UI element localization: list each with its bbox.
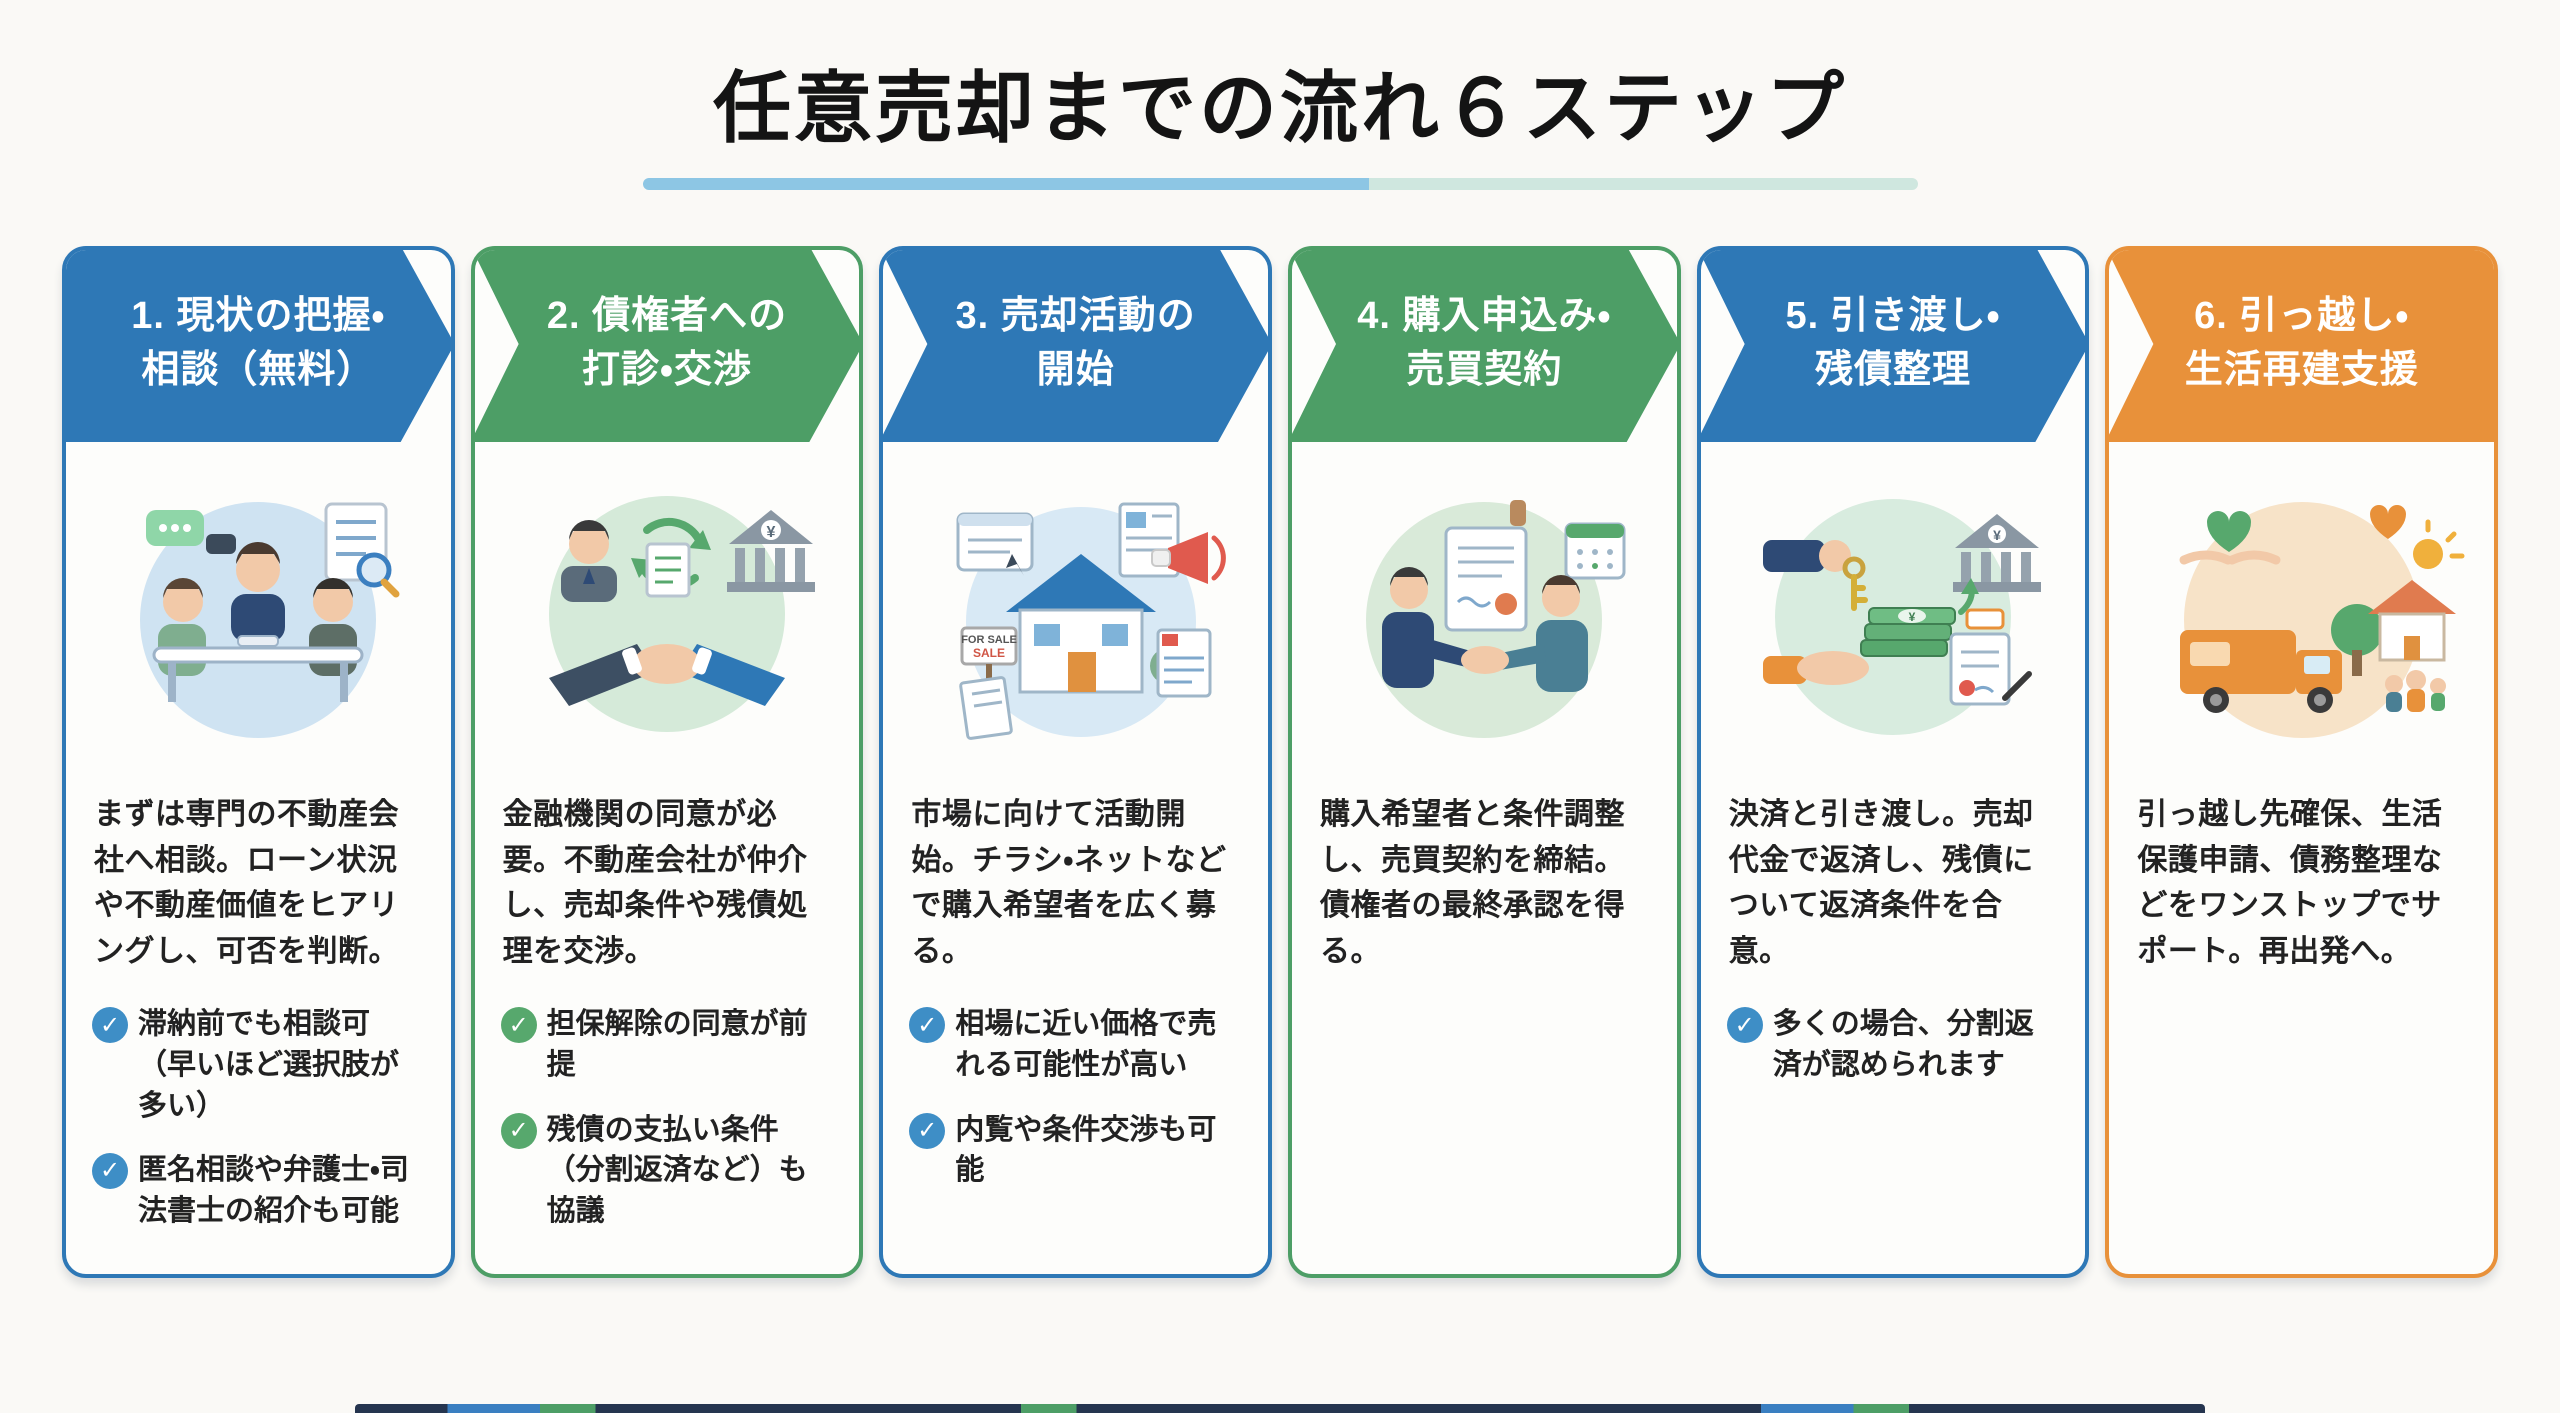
- step-3-description: 市場に向けて活動開始。チラシ・ネットなどで購入希望者を広く募る。: [911, 798, 1227, 968]
- step-6-title-line1: 6. 引っ越し・: [2194, 295, 2410, 338]
- key-handover-icon: ¥ ¥: [1763, 499, 2042, 735]
- step-4-title-line2: 売買契約: [1406, 349, 1563, 391]
- for-sale-illustration: FOR SALE SALE: [883, 442, 1268, 772]
- step-2-header: 2. 債権者への 打診・交渉: [471, 246, 864, 442]
- consultation-scene-icon: [140, 502, 400, 738]
- svg-text:SALE: SALE: [973, 646, 1005, 660]
- step-2-title-line1: 2. 債権者への: [546, 295, 788, 338]
- moving-illustration: [2109, 442, 2494, 772]
- steps-row: 1. 現状の把握・ 相談（無料）: [0, 246, 2560, 1278]
- check-icon: ✓: [1726, 1007, 1763, 1044]
- bullet-text: 担保解除の同意が前提: [546, 1008, 808, 1081]
- step-5-bullet-list: ✓ 多くの場合、分割返済が認められます: [1701, 974, 2086, 1109]
- check-icon: ✓: [500, 1007, 537, 1044]
- svg-text:¥: ¥: [1909, 610, 1916, 624]
- footer-accent-bar: [355, 1404, 2205, 1413]
- moving-truck-icon: [2179, 502, 2465, 738]
- step-1-description: まずは専門の不動産会社へ相談。ローン状況や不動産価値をヒアリングし、可否を判断。: [94, 798, 399, 968]
- bullet-item: ✓ 相場に近い価格で売れる可能性が高い: [909, 1004, 1244, 1085]
- title-underline: [642, 178, 1918, 190]
- check-icon: ✓: [92, 1007, 128, 1044]
- svg-text:¥: ¥: [767, 524, 776, 541]
- step-5-title-line2: 残債整理: [1815, 349, 1972, 391]
- consultation-illustration: [66, 442, 451, 772]
- step-6-description: 引っ越し先確保、生活保護申請、債務整理などをワンストップでサポート。再出発へ。: [2137, 798, 2443, 968]
- bullet-item: ✓ 担保解除の同意が前提: [500, 1004, 836, 1085]
- step-4-header: 4. 購入申込み・ 売買契約: [1288, 246, 1681, 442]
- step-6-header: 6. 引っ越し・ 生活再建支援: [2109, 250, 2495, 442]
- underline-left-segment: [642, 178, 1370, 190]
- step-card-3: 3. 売却活動の 開始: [879, 246, 1273, 1278]
- step-3-title-line2: 開始: [1036, 349, 1115, 391]
- step-card-4: 4. 購入申込み・ 売買契約: [1288, 246, 1681, 1278]
- check-icon: ✓: [909, 1112, 946, 1149]
- bullet-text: 匿名相談や弁護士・司法書士の紹介も可能: [138, 1154, 409, 1227]
- bullet-text: 内覧や条件交渉も可能: [955, 1113, 1217, 1187]
- bullet-item: ✓ 残債の支払い条件（分割返済など）も協議: [500, 1110, 836, 1232]
- step-3-title-line1: 3. 売却活動の: [955, 295, 1196, 338]
- house-for-sale-icon: FOR SALE SALE: [956, 502, 1226, 740]
- step-2-title-line2: 打診・交渉: [582, 349, 752, 391]
- bullet-item: ✓ 滞納前でも相談可（早いほど選択肢が多い）: [92, 1004, 427, 1126]
- bullet-text: 滞納前でも相談可（早いほど選択肢が多い）: [138, 1008, 400, 1122]
- step-4-description: 購入希望者と条件調整し、売買契約を締結。債権者の最終承認を得る。: [1320, 798, 1626, 968]
- page-title: 任意売却までの流れ６ステップ: [712, 64, 1847, 152]
- underline-right-segment: [1369, 178, 1918, 190]
- step-1-title-line2: 相談（無料）: [141, 349, 376, 391]
- step-2-description: 金融機関の同意が必要。不動産会社が仲介し、売却条件や残債処理を交渉。: [502, 798, 808, 968]
- step-card-6: 6. 引っ越し・ 生活再建支援: [2105, 246, 2499, 1278]
- step-3-header: 3. 売却活動の 開始: [879, 246, 1272, 442]
- check-icon: ✓: [500, 1112, 537, 1149]
- bullet-text: 多くの場合、分割返済が認められます: [1772, 1008, 2034, 1081]
- contract-handshake-icon: [1366, 500, 1626, 738]
- bank-negotiation-icon: ¥: [549, 496, 815, 732]
- bullet-text: 残債の支払い条件（分割返済など）も協議: [546, 1113, 808, 1227]
- step-2-bullet-list: ✓ 担保解除の同意が前提 ✓ 残債の支払い条件（分割返済など）も協議: [475, 974, 860, 1255]
- check-icon: ✓: [92, 1153, 128, 1190]
- bullet-item: ✓ 多くの場合、分割返済が認められます: [1726, 1004, 2062, 1085]
- step-5-title-line1: 5. 引き渡し・: [1785, 295, 2001, 338]
- step-card-1: 1. 現状の把握・ 相談（無料）: [62, 246, 455, 1278]
- step-6-title-line2: 生活再建支援: [2184, 349, 2419, 391]
- contract-illustration: [1292, 442, 1677, 772]
- step-1-bullet-list: ✓ 滞納前でも相談可（早いほど選択肢が多い） ✓ 匿名相談や弁護士・司法書士の紹…: [66, 974, 451, 1255]
- step-5-description: 決済と引き渡し。売却代金で返済し、残債について返済条件を合意。: [1728, 798, 2034, 968]
- check-icon: ✓: [909, 1007, 946, 1044]
- bullet-item: ✓ 内覧や条件交渉も可能: [909, 1110, 1244, 1191]
- svg-text:FOR SALE: FOR SALE: [961, 634, 1017, 646]
- bullet-item: ✓ 匿名相談や弁護士・司法書士の紹介も可能: [92, 1150, 427, 1231]
- bullet-text: 相場に近い価格で売れる可能性が高い: [955, 1008, 1217, 1081]
- step-3-bullet-list: ✓ 相場に近い価格で売れる可能性が高い ✓ 内覧や条件交渉も可能: [883, 974, 1268, 1214]
- step-5-header: 5. 引き渡し・ 残債整理: [1697, 246, 2090, 442]
- step-1-header: 1. 現状の把握・ 相談（無料）: [62, 246, 455, 442]
- bank-negotiation-illustration: ¥: [475, 442, 860, 772]
- step-1-title-line1: 1. 現状の把握・: [131, 295, 386, 338]
- step-4-title-line1: 4. 購入申込み・: [1357, 295, 1612, 338]
- step-card-5: 5. 引き渡し・ 残債整理 ¥: [1696, 246, 2090, 1278]
- step-card-2: 2. 債権者への 打診・交渉 ¥: [470, 246, 864, 1278]
- handover-illustration: ¥ ¥: [1701, 442, 2086, 772]
- svg-text:¥: ¥: [1993, 527, 2001, 543]
